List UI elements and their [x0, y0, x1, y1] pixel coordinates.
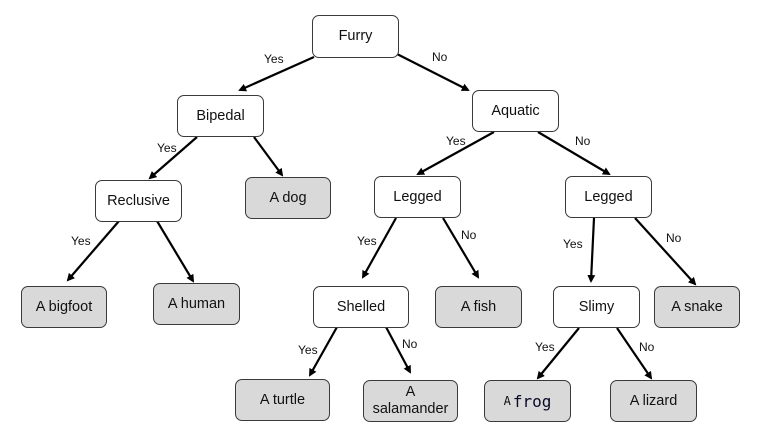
node-legged-aquatic: Legged: [374, 176, 461, 218]
edge-reclusive-human: [156, 220, 195, 283]
edge-slimy-lizard: [616, 327, 653, 380]
edge-label-furry-yes: Yes: [264, 52, 284, 66]
frog-prefix: A: [503, 393, 511, 408]
edge-label-furry-no: No: [432, 50, 448, 64]
edge-aquatic-legged-aquatic: [416, 131, 495, 175]
edge-label-slimy-no: No: [639, 340, 655, 354]
node-furry: Furry: [312, 15, 399, 58]
node-shelled: Shelled: [313, 286, 409, 328]
edge-furry-bipedal: [238, 55, 315, 92]
edge-legged-fish: [442, 217, 480, 279]
node-slimy: Slimy: [553, 286, 640, 328]
node-bipedal: Bipedal: [177, 95, 264, 137]
edge-label-legged-land-no: No: [666, 231, 682, 245]
frog-word: frog: [512, 391, 552, 411]
edge-reclusive-bigfoot: [66, 220, 120, 282]
edge-legged-slimy: [587, 217, 596, 283]
leaf-fish: A fish: [435, 286, 522, 328]
edge-label-aquatic-no: No: [575, 134, 591, 148]
leaf-lizard: A lizard: [610, 380, 697, 422]
salamander-line2: salamander: [372, 401, 449, 417]
edge-slimy-frog: [536, 327, 580, 380]
leaf-turtle: A turtle: [235, 379, 330, 421]
edge-label-shelled-no: No: [402, 337, 418, 351]
salamander-line1: A: [405, 384, 416, 400]
edge-label-shelled-yes: Yes: [298, 343, 318, 357]
edge-legged-shelled: [362, 217, 397, 279]
edge-bipedal-reclusive: [148, 136, 198, 180]
edge-shelled-salamander: [385, 326, 411, 374]
edge-label-reclusive-yes: Yes: [71, 234, 91, 248]
node-reclusive: Reclusive: [95, 180, 182, 222]
leaf-salamander: A salamander: [363, 380, 458, 422]
node-aquatic: Aquatic: [472, 90, 559, 132]
leaf-dog: A dog: [245, 177, 331, 219]
edge-label-aquatic-yes: Yes: [446, 134, 466, 148]
leaf-human: A human: [153, 283, 240, 325]
edge-label-bipedal-yes: Yes: [157, 141, 177, 155]
edge-shelled-turtle: [309, 326, 338, 377]
edge-label-legged-land-yes: Yes: [563, 237, 583, 251]
edge-label-legged-aquatic-yes: Yes: [357, 234, 377, 248]
edge-bipedal-dog: [253, 136, 284, 177]
edge-label-slimy-yes: Yes: [535, 340, 555, 354]
edge-label-legged-aquatic-no: No: [461, 228, 477, 242]
edge-legged-snake: [634, 217, 697, 286]
edge-aquatic-legged-land: [537, 131, 611, 176]
edge-furry-aquatic: [396, 53, 470, 91]
leaf-snake: A snake: [654, 286, 740, 328]
node-legged-land: Legged: [565, 176, 652, 218]
leaf-bigfoot: A bigfoot: [21, 286, 107, 328]
